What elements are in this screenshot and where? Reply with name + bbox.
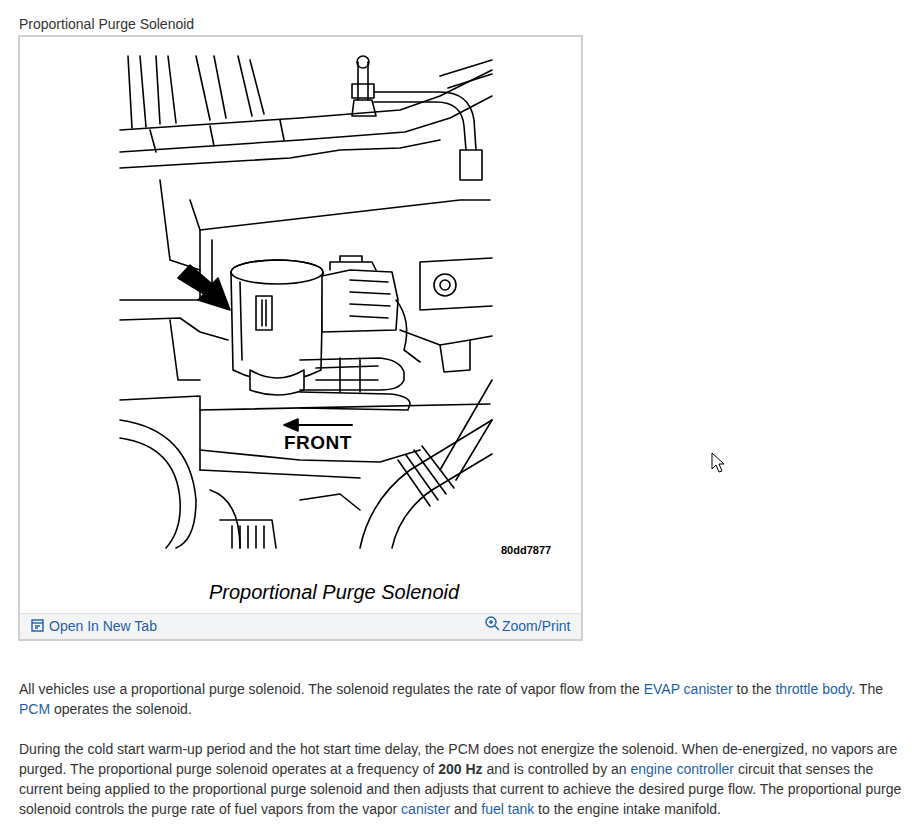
figure-caption: Proportional Purge Solenoid xyxy=(134,581,534,604)
text-link: throttle body xyxy=(775,681,851,697)
text-link: EVAP canister xyxy=(644,681,733,697)
text-link: canister xyxy=(401,801,450,817)
body-text: to the xyxy=(733,681,776,697)
body-text: and is controlled by an xyxy=(483,761,631,777)
page-heading: Proportional Purge Solenoid xyxy=(19,16,194,32)
direction-label: FRONT xyxy=(284,432,352,454)
body-text: and xyxy=(450,801,481,817)
body-text: operates the solenoid. xyxy=(50,701,192,717)
body-text: All vehicles use a proportional purge so… xyxy=(19,681,644,697)
body-text: . The xyxy=(851,681,883,697)
text-link: engine controller xyxy=(630,761,734,777)
bold-text: 200 Hz xyxy=(438,761,482,777)
paragraph: During the cold start warm-up period and… xyxy=(19,739,904,819)
toolbar-link: Open In New Tab xyxy=(49,618,157,634)
text-link: PCM xyxy=(19,701,50,717)
text-link: fuel tank xyxy=(481,801,534,817)
figure-code: 80dd7877 xyxy=(501,544,551,556)
paragraph: All vehicles use a proportional purge so… xyxy=(19,679,904,719)
body-text: to the engine intake manifold. xyxy=(534,801,721,817)
toolbar-link: Zoom/Print xyxy=(502,618,570,634)
